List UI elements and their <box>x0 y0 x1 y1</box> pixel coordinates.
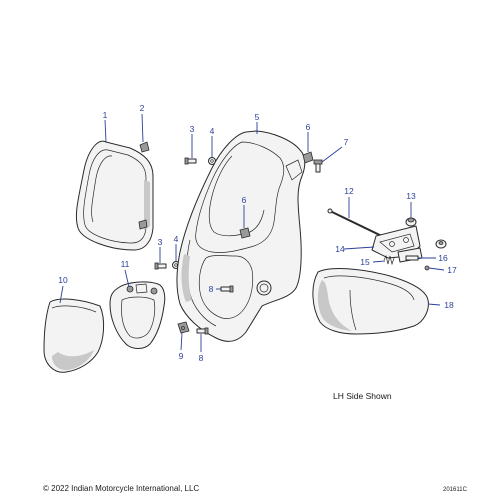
leader-2 <box>141 113 144 143</box>
callout-4-upper: 4 <box>210 126 215 136</box>
callout-10: 10 <box>58 275 68 285</box>
callouts: 1 2 3 4 5 6 7 6 12 13 3 4 14 15 16 17 10… <box>58 103 457 363</box>
callout-4-lower: 4 <box>174 234 179 244</box>
part-17-screw <box>424 265 430 271</box>
leader-14 <box>343 246 375 250</box>
leader-11 <box>124 269 130 288</box>
callout-6-center: 6 <box>242 195 247 205</box>
callout-13: 13 <box>406 191 416 201</box>
leader-9 <box>180 332 183 351</box>
callout-18: 18 <box>444 300 454 310</box>
callout-12: 12 <box>344 186 354 196</box>
part-13-grommet <box>405 217 417 227</box>
part-10-lower-cover <box>43 298 105 373</box>
part-1-lid-panel <box>75 140 154 251</box>
callout-1: 1 <box>103 110 108 120</box>
part-8-screw-lower <box>196 327 209 335</box>
part-18-liner <box>312 268 429 335</box>
part-15-spring <box>383 254 395 266</box>
callout-17: 17 <box>447 265 457 275</box>
copyright: © 2022 Indian Motorcycle International, … <box>43 484 199 493</box>
part-9-nut <box>177 321 190 334</box>
callout-2: 2 <box>140 103 145 113</box>
callout-5: 5 <box>255 112 260 122</box>
callout-8-center: 8 <box>209 284 214 294</box>
part-6-nut-center <box>239 227 251 239</box>
leader-1 <box>104 119 107 143</box>
part-2-clip-lower <box>138 219 148 230</box>
part-3-screw-upper <box>184 157 197 165</box>
part-6-nut-upper <box>302 151 314 164</box>
part-8-screw-center <box>220 285 234 293</box>
part-16-pin <box>405 255 419 261</box>
leader-7 <box>321 146 343 163</box>
callout-7: 7 <box>344 137 349 147</box>
part-5-bag-frame <box>176 130 306 342</box>
leader-10 <box>59 285 64 304</box>
leader-lines <box>59 113 445 352</box>
part-7-bolt <box>313 159 323 173</box>
callout-11: 11 <box>121 259 130 269</box>
callout-3-lower: 3 <box>158 237 163 247</box>
callout-3-upper: 3 <box>190 124 195 134</box>
part-11-latch-bracket <box>109 281 166 349</box>
callout-15: 15 <box>360 257 370 267</box>
part-16-nut <box>435 239 447 249</box>
callout-8-lower: 8 <box>199 353 204 363</box>
part-2-clip <box>139 141 150 153</box>
callout-16: 16 <box>438 253 448 263</box>
drawing-number: 201611C <box>443 487 468 493</box>
callout-6-upper: 6 <box>306 122 311 132</box>
leader-17 <box>428 267 445 271</box>
leader-18 <box>427 303 441 306</box>
view-note: LH Side Shown <box>333 391 392 401</box>
part-3-screw-lower <box>154 262 167 270</box>
callout-14: 14 <box>335 244 345 254</box>
callout-9: 9 <box>179 351 184 361</box>
leader-15 <box>372 260 386 263</box>
